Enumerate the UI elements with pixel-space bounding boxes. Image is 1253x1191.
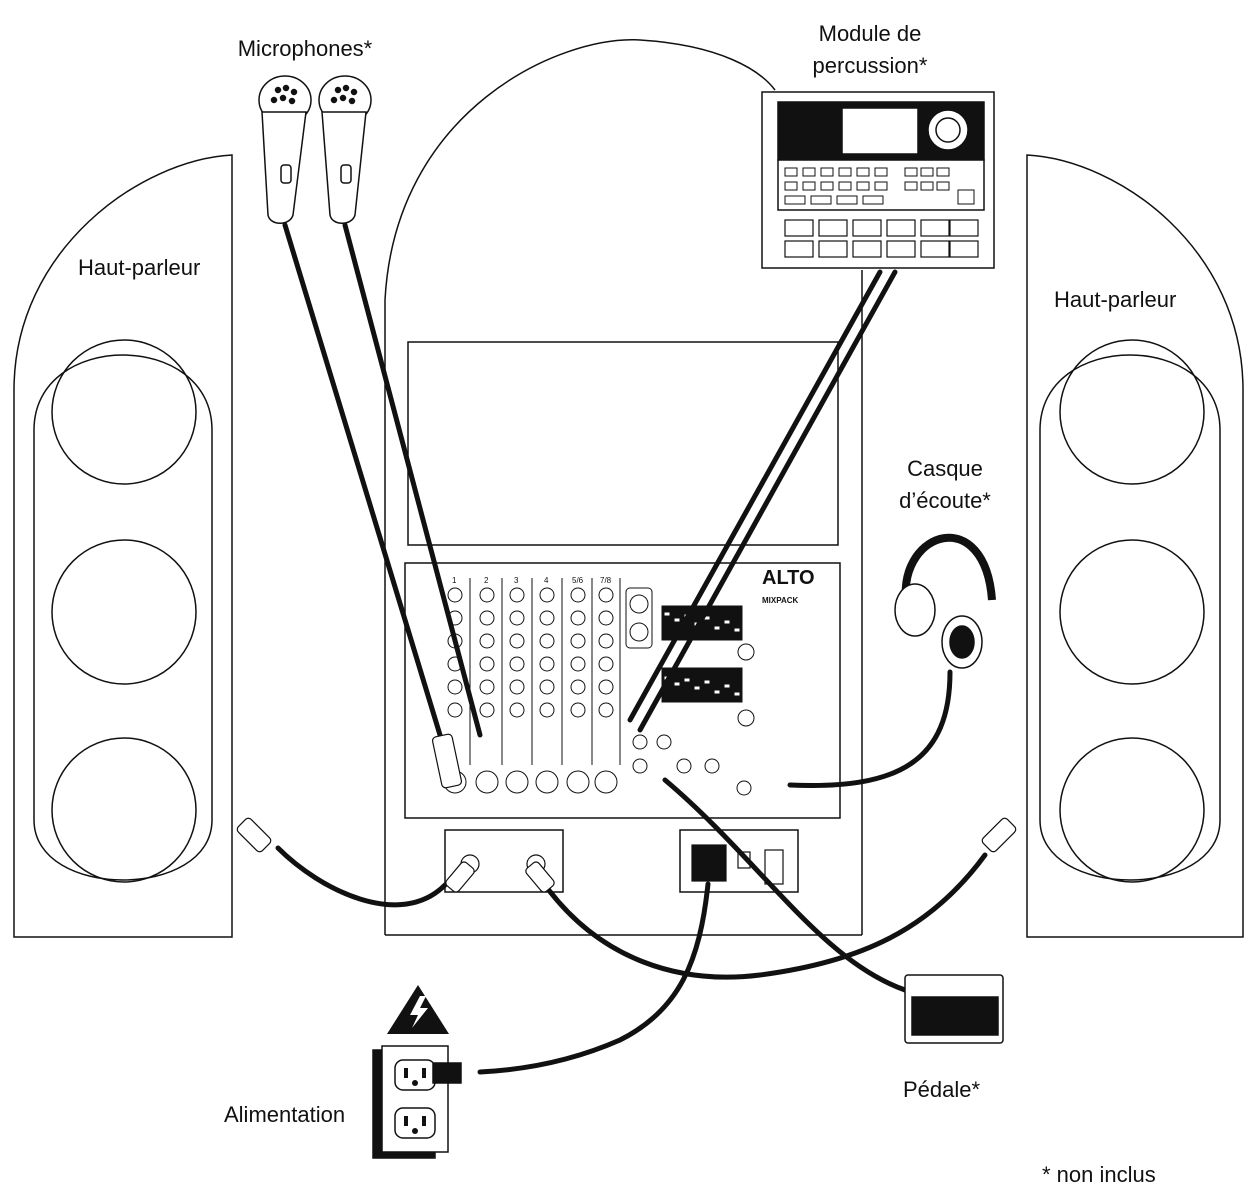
mixer-channel-number: 2 xyxy=(484,576,489,585)
footnote: * non inclus xyxy=(1042,1162,1156,1187)
cable-drum-1 xyxy=(627,269,883,723)
cable-mic-2 xyxy=(342,222,483,738)
pedal xyxy=(904,974,1004,1044)
cable-mic-1 xyxy=(282,222,443,738)
center-cabinet xyxy=(384,39,863,936)
cable-plugs xyxy=(236,733,1017,893)
microphone-1 xyxy=(258,75,312,224)
mixer-channel-dividers xyxy=(469,578,621,765)
speaker-right-label: Haut-parleur xyxy=(1054,287,1177,312)
cable-speaker-right xyxy=(542,852,988,980)
speaker-left xyxy=(13,154,233,938)
drum-module xyxy=(761,91,995,269)
speaker-right xyxy=(1026,154,1244,938)
mixer-brand: ALTO xyxy=(762,567,815,589)
cable-power xyxy=(477,881,711,1075)
cables xyxy=(275,222,988,1075)
mixer-channel-number: 7/8 xyxy=(600,576,612,585)
power-label: Alimentation xyxy=(224,1102,346,1127)
mixer-xlr-inputs xyxy=(443,770,618,794)
headphones-label-line1: Casque xyxy=(907,456,983,481)
headphones xyxy=(894,533,996,669)
drum-module-label-line1: Module de xyxy=(818,21,922,46)
mixer-model: MIXPACK xyxy=(762,596,799,605)
mixer-master-knobs xyxy=(632,643,755,796)
speaker-left-label: Haut-parleur xyxy=(78,255,201,280)
microphone-2 xyxy=(318,75,372,224)
drum-module-label-line2: percussion* xyxy=(812,53,928,78)
wall-outlet xyxy=(372,1045,462,1159)
microphones-label: Microphones* xyxy=(237,36,373,61)
mixer-channel-knobs xyxy=(447,587,614,718)
mixer-channel-number: 3 xyxy=(514,576,519,585)
mixer-effects-section xyxy=(625,587,653,649)
pedal-label: Pédale* xyxy=(903,1077,981,1102)
cable-speaker-left xyxy=(275,845,448,908)
rear-connectors xyxy=(460,844,784,885)
mixer-channel-number: 4 xyxy=(544,576,549,585)
mixer-channel-number: 5/6 xyxy=(572,576,584,585)
cable-drum-2 xyxy=(637,269,898,733)
cable-headphones xyxy=(787,669,953,789)
mixer-channel-number: 1 xyxy=(452,576,457,585)
mixer-panel xyxy=(443,578,755,796)
headphones-label-line2: d’écoute* xyxy=(899,488,991,513)
cable-pedal xyxy=(662,777,908,993)
warning-icon xyxy=(387,985,449,1034)
